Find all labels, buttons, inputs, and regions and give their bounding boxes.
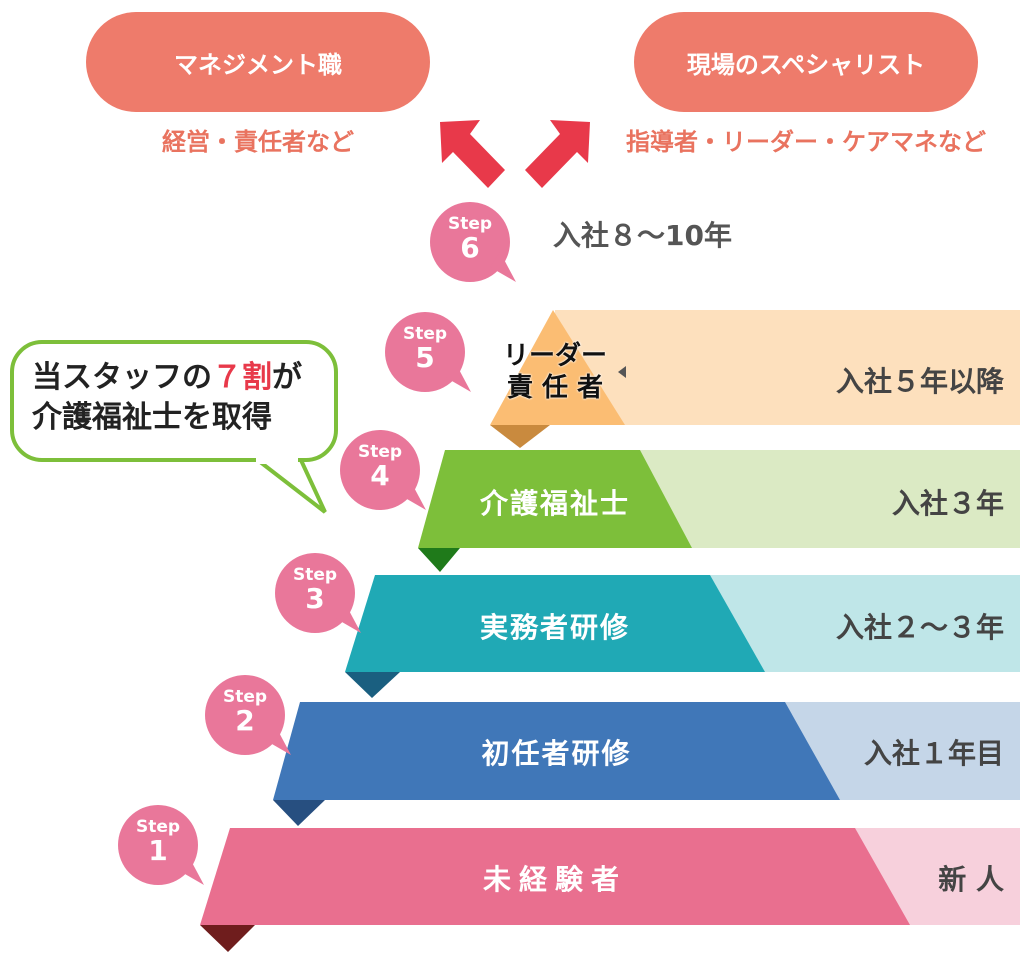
step5-title-line1: リーダー: [502, 341, 607, 371]
step2-title: 初任者研修: [481, 737, 632, 770]
step1-title: 未経験者: [482, 863, 627, 896]
step5-title-line2: 責 任 者: [506, 373, 604, 403]
fold-level-1: [200, 925, 255, 952]
step4-period: 入社３年: [891, 487, 1004, 520]
bubble-text: 当スタッフの: [32, 360, 212, 395]
pyramid-level-1: [200, 828, 910, 925]
step3-period: 入社２～３年: [835, 611, 1004, 644]
management-subtitle: 経営・責任者など: [162, 128, 354, 156]
step6-period: 入社８～10年: [553, 219, 732, 252]
step5-title: リーダー 責 任 者: [495, 340, 615, 404]
step4-title: 介護福祉士: [479, 487, 630, 520]
bubble-text: が: [272, 360, 302, 395]
step2-period: 入社１年目: [863, 737, 1004, 770]
management-title: マネジメント職: [174, 50, 342, 79]
bubble-highlight: ７割: [212, 360, 272, 395]
management-pill: マネジメント職: [86, 12, 430, 112]
step1-period: 新 人: [938, 863, 1004, 896]
pyramid-level-4: [418, 450, 692, 548]
speech-bubble: 当スタッフの７割が 介護福祉士を取得: [10, 340, 338, 462]
pyramid-level-3: [345, 575, 765, 672]
arrow-up-left-icon: [440, 120, 505, 188]
arrow-up-right-icon: [525, 120, 590, 188]
fold-level-4: [418, 548, 460, 572]
fold-level-2: [273, 800, 325, 826]
step3-title: 実務者研修: [479, 611, 630, 644]
fold-level-5: [490, 425, 550, 448]
band-level-4: [640, 450, 1020, 548]
pyramid-level-2: [273, 702, 840, 800]
pyramid-level-5: [490, 310, 625, 425]
step5-period: 入社５年以降: [835, 365, 1004, 398]
specialist-pill: 現場のスペシャリスト: [634, 12, 978, 112]
specialist-subtitle: 指導者・リーダー・ケアマネなど: [626, 128, 986, 156]
bubble-text-line2: 介護福祉士を取得: [32, 400, 272, 435]
band-level-5: [555, 310, 1020, 425]
fold-level-3: [345, 672, 400, 698]
specialist-title: 現場のスペシャリスト: [686, 50, 926, 79]
band-level-3: [710, 575, 1020, 672]
